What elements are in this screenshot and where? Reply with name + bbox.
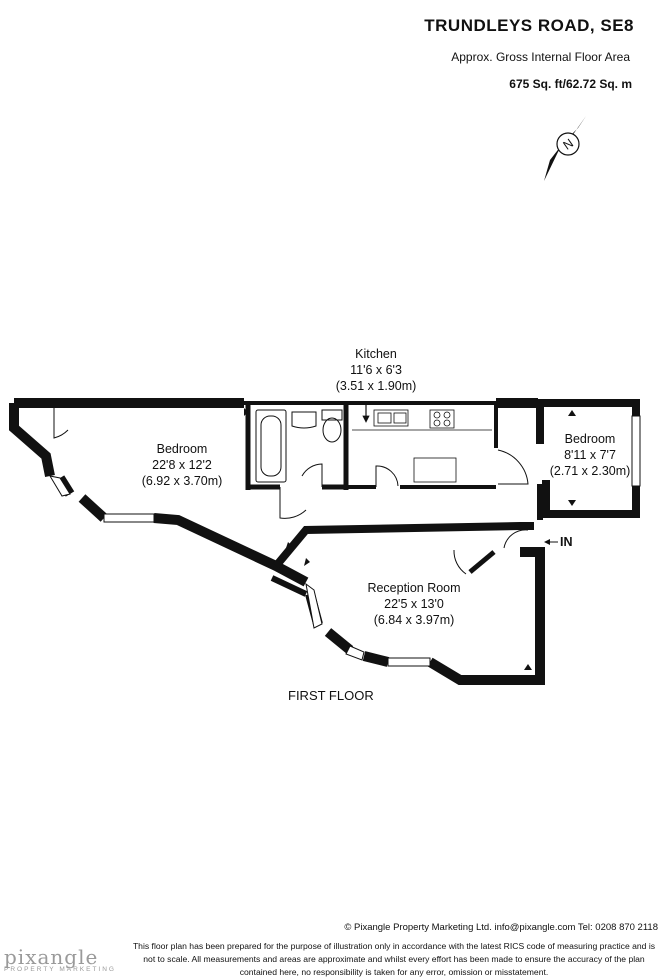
- room-bedroom-small: Bedroom 8'11 x 7'7 (2.71 x 2.30m): [550, 432, 631, 478]
- entrance-label: IN: [560, 535, 573, 549]
- bathroom-fixtures: [255, 409, 343, 483]
- sink-icon: [373, 409, 409, 427]
- room-dimensions-metric: (3.51 x 1.90m): [336, 379, 417, 393]
- room-kitchen: Kitchen 11'6 x 6'3 (3.51 x 1.90m): [336, 347, 417, 393]
- area-label: Approx. Gross Internal Floor Area: [451, 50, 630, 64]
- logo-tagline: PROPERTY MARKETING: [4, 966, 116, 973]
- room-name: Bedroom: [565, 432, 616, 446]
- room-dimensions-imperial: 22'5 x 13'0: [384, 597, 444, 611]
- property-address: TRUNDLEYS ROAD, SE8: [424, 16, 634, 35]
- room-name: Bedroom: [157, 442, 208, 456]
- room-dimensions-imperial: 11'6 x 6'3: [350, 363, 402, 377]
- entrance-arrow-icon: [544, 539, 558, 545]
- room-name: Kitchen: [355, 347, 397, 361]
- room-dimensions-imperial: 22'8 x 12'2: [152, 458, 212, 472]
- room-name: Reception Room: [367, 581, 460, 595]
- floor-label: FIRST FLOOR: [288, 688, 374, 703]
- wall-markers: [244, 408, 576, 670]
- room-dimensions-metric: (2.71 x 2.30m): [550, 464, 631, 478]
- doors: [53, 408, 529, 575]
- exterior-walls: [9, 398, 640, 685]
- room-dimensions-metric: (6.84 x 3.97m): [374, 613, 455, 627]
- toilet-icon: [321, 409, 343, 421]
- room-dimensions-imperial: 8'11 x 7'7: [564, 448, 616, 462]
- company-logo: pixangle PROPERTY MARKETING: [4, 945, 116, 973]
- copyright-notice: © Pixangle Property Marketing Ltd. info@…: [344, 922, 658, 933]
- hob-icon: [429, 409, 455, 429]
- interior-walls: [245, 403, 544, 597]
- disclaimer-text: This floor plan has been prepared for th…: [132, 941, 656, 977]
- compass-icon: N: [544, 116, 586, 181]
- bathtub-icon: [255, 409, 287, 483]
- room-reception: Reception Room 22'5 x 13'0 (6.84 x 3.97m…: [367, 581, 460, 627]
- island-counter: [413, 457, 457, 483]
- area-value: 675 Sq. ft/62.72 Sq. m: [509, 77, 632, 91]
- room-dimensions-metric: (6.92 x 3.70m): [142, 474, 223, 488]
- room-bedroom-main: Bedroom 22'8 x 12'2 (6.92 x 3.70m): [142, 442, 223, 488]
- basin-icon: [291, 411, 317, 429]
- kitchen-fixtures: [352, 404, 492, 483]
- logo-wordmark: pixangle: [4, 945, 99, 969]
- windows: [48, 415, 641, 667]
